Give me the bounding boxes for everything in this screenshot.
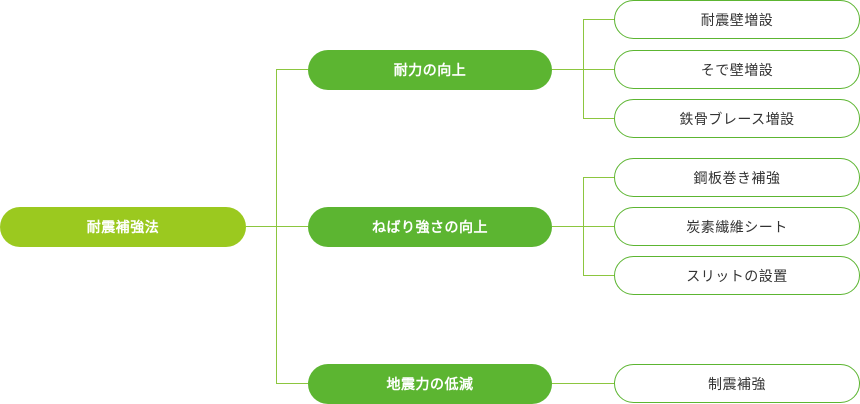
root-node: 耐震補強法: [0, 207, 246, 247]
branch-node-label: 地震力の低減: [386, 377, 474, 393]
connector-branch-2-leaf-1: [583, 177, 614, 178]
connector-branch-2-leaf-3: [583, 275, 614, 276]
branch-node-label: 耐力の向上: [393, 63, 467, 79]
connector-trunk-to-branch-1: [276, 69, 308, 70]
leaf-node-label: 制震補強: [708, 376, 766, 393]
leaf-node-steel-plate-jacketing: 鋼板巻き補強: [614, 158, 860, 197]
connector-branch-3-leaf-1: [552, 383, 614, 384]
leaf-node-label: 鉄骨ブレース増設: [679, 111, 795, 128]
leaf-node-label: スリットの設置: [686, 268, 788, 285]
connector-branch-1-leaf-2: [583, 69, 614, 70]
leaf-node-seismic-wall: 耐震壁増設: [614, 0, 860, 39]
connector-branch-1-out: [552, 69, 583, 70]
connector-branch-1-leaf-1: [583, 19, 614, 20]
leaf-node-carbon-fiber-sheet: 炭素繊維シート: [614, 207, 860, 246]
branch-node-strength: 耐力の向上: [308, 50, 552, 90]
root-node-label: 耐震補強法: [86, 220, 160, 236]
leaf-node-wing-wall: そで壁増設: [614, 50, 860, 89]
leaf-node-label: 耐震壁増設: [700, 12, 774, 29]
leaf-node-label: 炭素繊維シート: [686, 219, 788, 236]
connector-branch-1-leaf-3: [583, 118, 614, 119]
leaf-node-damping-retrofit: 制震補強: [614, 364, 860, 403]
connector-trunk-to-branch-2: [276, 226, 308, 227]
branch-node-label: ねばり強さの向上: [372, 220, 488, 236]
connector-trunk-to-branch-3: [276, 383, 308, 384]
leaf-node-steel-brace: 鉄骨ブレース増設: [614, 99, 860, 138]
connector-root-to-trunk: [246, 226, 277, 227]
branch-node-seismic-force-reduction: 地震力の低減: [308, 364, 552, 404]
leaf-node-label: 鋼板巻き補強: [693, 170, 781, 187]
branch-node-ductility: ねばり強さの向上: [308, 207, 552, 247]
leaf-node-slit-installation: スリットの設置: [614, 256, 860, 295]
leaf-node-label: そで壁増設: [700, 62, 774, 79]
connector-branch-2-out: [552, 226, 583, 227]
connector-branch-2-leaf-2: [583, 226, 614, 227]
